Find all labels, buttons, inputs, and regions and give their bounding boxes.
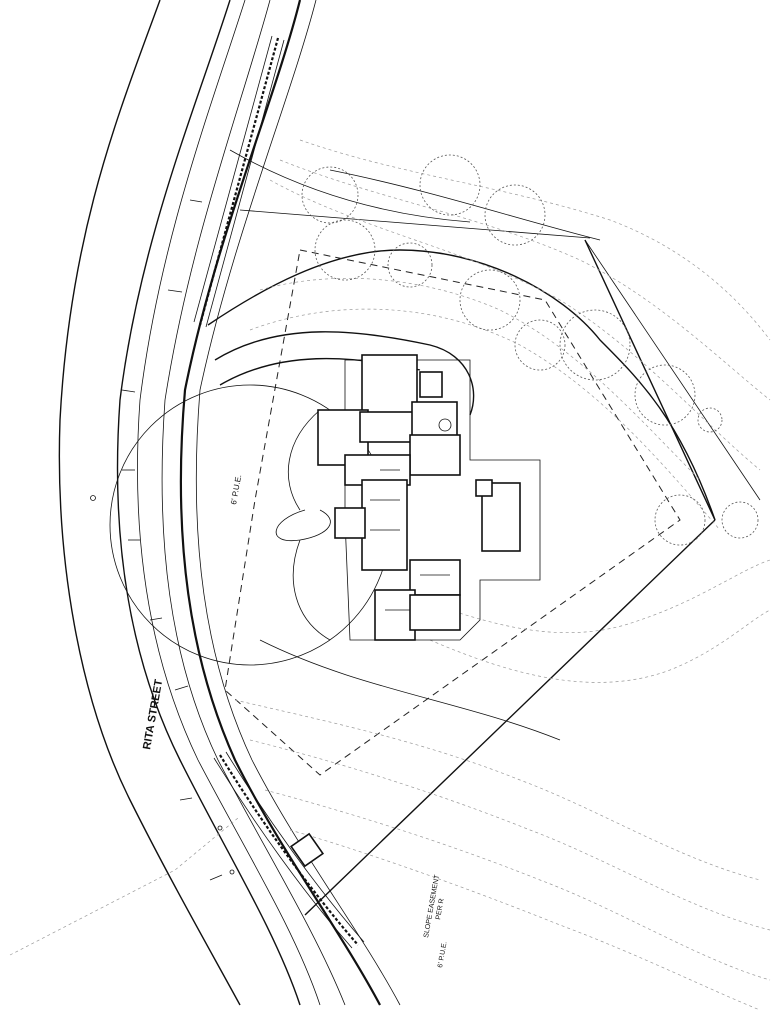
house-footprint [317, 354, 461, 641]
building-setback-line [224, 249, 681, 776]
swimming-pool [475, 479, 521, 552]
property-lines [207, 149, 761, 916]
hedge-row-bottom [213, 751, 365, 949]
tree-canopies [301, 154, 759, 546]
street-name-label: RITA STREET [141, 678, 165, 750]
terrace-pad-outline [344, 359, 541, 641]
slope-easement-per-label: PER R [435, 898, 446, 920]
pue-label-bottom: 6' P.U.E. [437, 941, 449, 968]
hedge-row-top [193, 35, 285, 328]
curb-ticks [90, 199, 235, 881]
topographic-contours [234, 139, 771, 1011]
utility-structure [289, 832, 325, 868]
pue-label-top: 6' P.U.E. [229, 474, 243, 505]
faint-dashed-line [9, 817, 239, 956]
